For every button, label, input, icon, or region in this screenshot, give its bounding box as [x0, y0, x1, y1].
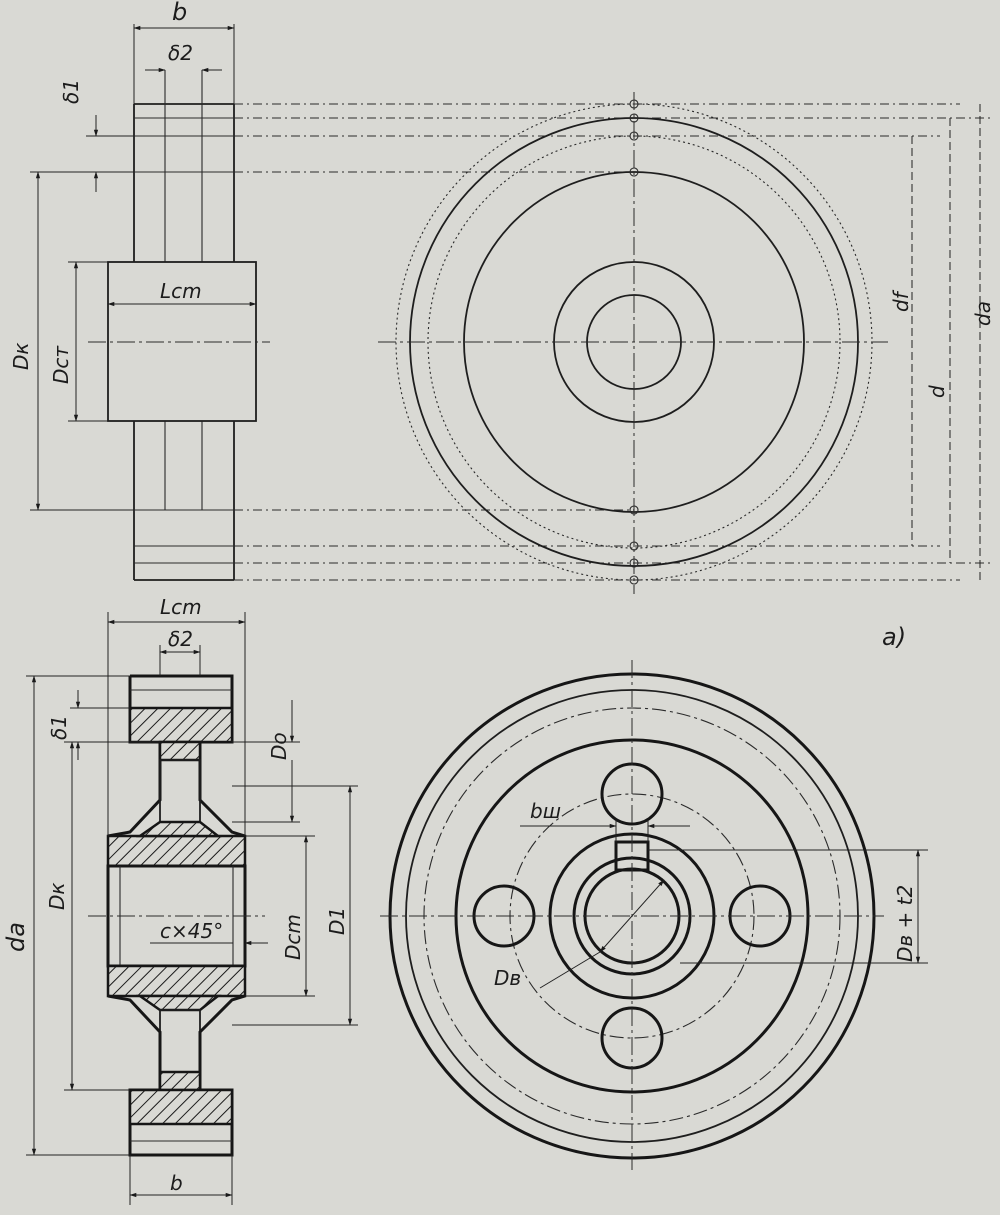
- fig-a-dim-right: df da d: [889, 104, 995, 580]
- fig-a-dim-lcm: Lcm: [107, 279, 257, 307]
- fig-b-label-lcm: Lcm: [160, 595, 202, 619]
- fig-b-dim-bsh: bш: [520, 799, 690, 842]
- fig-b-section-view: [88, 674, 265, 1157]
- fig-b-label-dcm: Dcm: [281, 914, 305, 960]
- fig-a-front-view: [378, 92, 888, 594]
- fig-b-label-bsh: bш: [530, 799, 561, 823]
- fig-b-label-dk: Dк: [45, 883, 69, 910]
- fig-b-dim-chamfer: c×45°: [150, 919, 268, 946]
- fig-b-label-do: Do: [267, 732, 291, 760]
- fig-b-label-b: b: [170, 1171, 183, 1195]
- fig-b-dim-d1: D1: [232, 785, 358, 1026]
- fig-a-label-delta2: δ2: [168, 41, 193, 65]
- fig-b-label-db: Dв: [494, 966, 521, 990]
- fig-a-label-delta1: δ1: [59, 79, 83, 104]
- fig-b-label-delta1: δ1: [47, 715, 71, 740]
- fig-b-label-da: da: [2, 922, 30, 952]
- fig-b-dim-da: da: [2, 675, 130, 1156]
- fig-a-label-df: df: [889, 289, 913, 312]
- fig-b-front-view: [380, 660, 884, 1170]
- fig-b-label-chamfer: c×45°: [160, 919, 223, 943]
- fig-a-dim-b: b: [133, 0, 235, 104]
- fig-b-dim-db-t2: Dв + t2: [648, 849, 928, 964]
- fig-b-label-d1: D1: [325, 907, 349, 935]
- fig-a-label-d: d: [925, 385, 949, 398]
- fig-b-dim-dk: Dк: [45, 741, 130, 1091]
- fig-a-dim-dk: Dк: [9, 171, 134, 511]
- fig-a-dim-delta1: δ1: [59, 79, 134, 192]
- fig-a-dim-dcm: Dст: [49, 261, 108, 422]
- fig-a-projection-lines: [234, 103, 990, 581]
- fig-a-label-lcm: Lcm: [160, 279, 202, 303]
- fig-a-label-dk: Dк: [9, 343, 33, 370]
- fig-a-side-view: [88, 70, 270, 581]
- fig-b-dim-db: Dв: [494, 879, 665, 990]
- fig-b-dim-do: Do: [232, 700, 300, 823]
- fig-b-label-db-t2: Dв + t2: [893, 885, 917, 962]
- fig-b-dim-lcm: Lcm: [107, 595, 246, 836]
- fig-b-dim-delta1: δ1: [47, 690, 160, 760]
- fig-a-label-da: da: [971, 301, 995, 326]
- fig-b-dim-delta2: δ2: [159, 627, 201, 676]
- fig-b-label-delta2: δ2: [168, 627, 193, 651]
- fig-a-label-dcm: Dст: [49, 345, 73, 384]
- fig-b-dim-b: b: [129, 1155, 233, 1205]
- fig-a-label-b: b: [172, 0, 187, 26]
- fig-a-dim-delta2: δ2: [145, 41, 222, 73]
- fig-a-caption: a): [882, 623, 906, 651]
- fig-b-dim-dcm: Dcm: [245, 835, 315, 997]
